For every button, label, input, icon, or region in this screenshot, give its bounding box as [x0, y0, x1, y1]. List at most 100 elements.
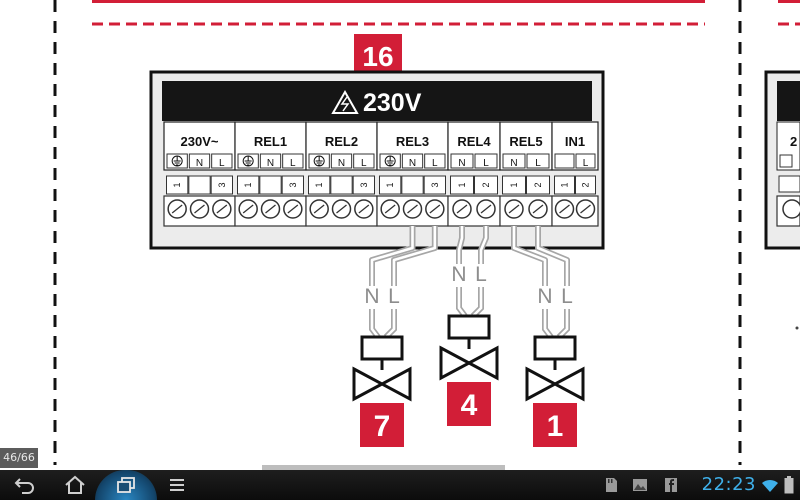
terminal-label: REL2: [325, 134, 358, 149]
valve-number: 7: [374, 410, 391, 443]
wifi-icon: [761, 477, 779, 493]
next-page-label: 2: [790, 134, 797, 149]
home-icon: [65, 475, 85, 494]
valve-actuator-icon: [360, 335, 404, 370]
pin-label: N: [409, 158, 416, 169]
next-page-peek: 2: [764, 70, 800, 330]
screw-terminal: [554, 199, 575, 219]
system-navigation-bar: 22:23: [0, 470, 800, 500]
back-button[interactable]: [0, 470, 50, 500]
screw-terminal: [354, 199, 374, 219]
scrollbar-thumb[interactable]: [262, 465, 505, 470]
screw-terminal: [331, 199, 352, 219]
pin-number: 2: [581, 182, 591, 187]
pin-number: 3: [288, 182, 298, 187]
pin-number: 3: [217, 182, 227, 187]
recent-apps-icon: [117, 477, 135, 493]
terminal-label: REL3: [396, 134, 429, 149]
page-indicator: 46/66: [0, 448, 38, 468]
menu-button[interactable]: [152, 470, 202, 500]
valve-body-icon: [352, 366, 412, 402]
terminal-label: REL5: [509, 134, 542, 149]
valve-number-badge: [360, 403, 404, 447]
pin-label: N: [458, 158, 465, 169]
ground-icon: [313, 155, 325, 167]
valve-number: 1: [547, 410, 564, 443]
screw-terminal: [167, 199, 187, 219]
terminal-label: 230V~: [181, 134, 219, 149]
ground-icon: [384, 155, 396, 167]
valve-actuator-icon: [447, 314, 491, 349]
valve-number-badge: [447, 382, 491, 426]
pin-label: L: [290, 158, 296, 169]
pin-label: N: [510, 158, 517, 169]
pin-label: L: [432, 158, 438, 169]
recent-apps-button[interactable]: [95, 470, 157, 500]
home-button[interactable]: [50, 470, 100, 500]
section-number: 16: [362, 41, 393, 72]
back-icon: [14, 478, 34, 494]
wiring: [369, 226, 570, 286]
menu-icon: [170, 479, 184, 491]
pin-label: L: [219, 158, 225, 169]
wire-label: L: [475, 263, 487, 286]
screw-terminal: [309, 199, 329, 219]
valve-actuator-icon: [533, 335, 577, 370]
screw-terminal: [504, 199, 524, 219]
screw-terminal: [425, 199, 445, 219]
pin-label: N: [338, 158, 345, 169]
pin-number: 2: [481, 182, 491, 187]
valve-number: 4: [461, 389, 478, 422]
pin-number: 1: [457, 182, 467, 187]
pin-label: N: [267, 158, 274, 169]
pin-label: L: [361, 158, 367, 169]
wire-label: N: [364, 285, 379, 308]
screw-terminal: [575, 199, 596, 219]
wire-label: L: [388, 285, 400, 308]
gallery-icon: [632, 477, 648, 493]
pin-number: 1: [385, 182, 395, 187]
wire-label: N: [537, 285, 552, 308]
valve-body-icon: [439, 345, 499, 381]
valve-number-badge: [533, 403, 577, 447]
terminal-3: REL3 1 N L 3: [376, 121, 449, 227]
terminal-label: REL1: [254, 134, 287, 149]
wire-label: N: [451, 263, 466, 286]
pin-label: L: [535, 158, 541, 169]
pin-label: L: [483, 158, 489, 169]
terminal-1: REL1 1 N L 3: [234, 121, 307, 227]
screw-terminal: [189, 199, 210, 219]
high-voltage-icon: [331, 89, 359, 114]
sd-card-icon: [603, 477, 619, 493]
pin-number: 1: [172, 182, 182, 187]
ground-icon: [171, 155, 183, 167]
pin-label: L: [583, 158, 589, 169]
screw-terminal: [380, 199, 400, 219]
screw-terminal: [283, 199, 303, 219]
terminal-label: REL4: [457, 134, 491, 149]
battery-icon: [783, 476, 795, 494]
pin-number: 1: [314, 182, 324, 187]
status-clock: 22:23: [701, 474, 756, 495]
screw-terminal: [260, 199, 281, 219]
pin-number: 3: [430, 182, 440, 187]
pin-number: 1: [243, 182, 253, 187]
ground-icon: [242, 155, 254, 167]
screw-terminal: [528, 199, 548, 219]
voltage-header-bar: [162, 81, 592, 121]
pin-number: 2: [533, 182, 543, 187]
terminal-label: IN1: [565, 134, 585, 149]
screw-terminal: [476, 199, 496, 219]
voltage-label: 230V: [363, 89, 422, 117]
screw-terminal: [212, 199, 232, 219]
screw-terminal: [402, 199, 423, 219]
